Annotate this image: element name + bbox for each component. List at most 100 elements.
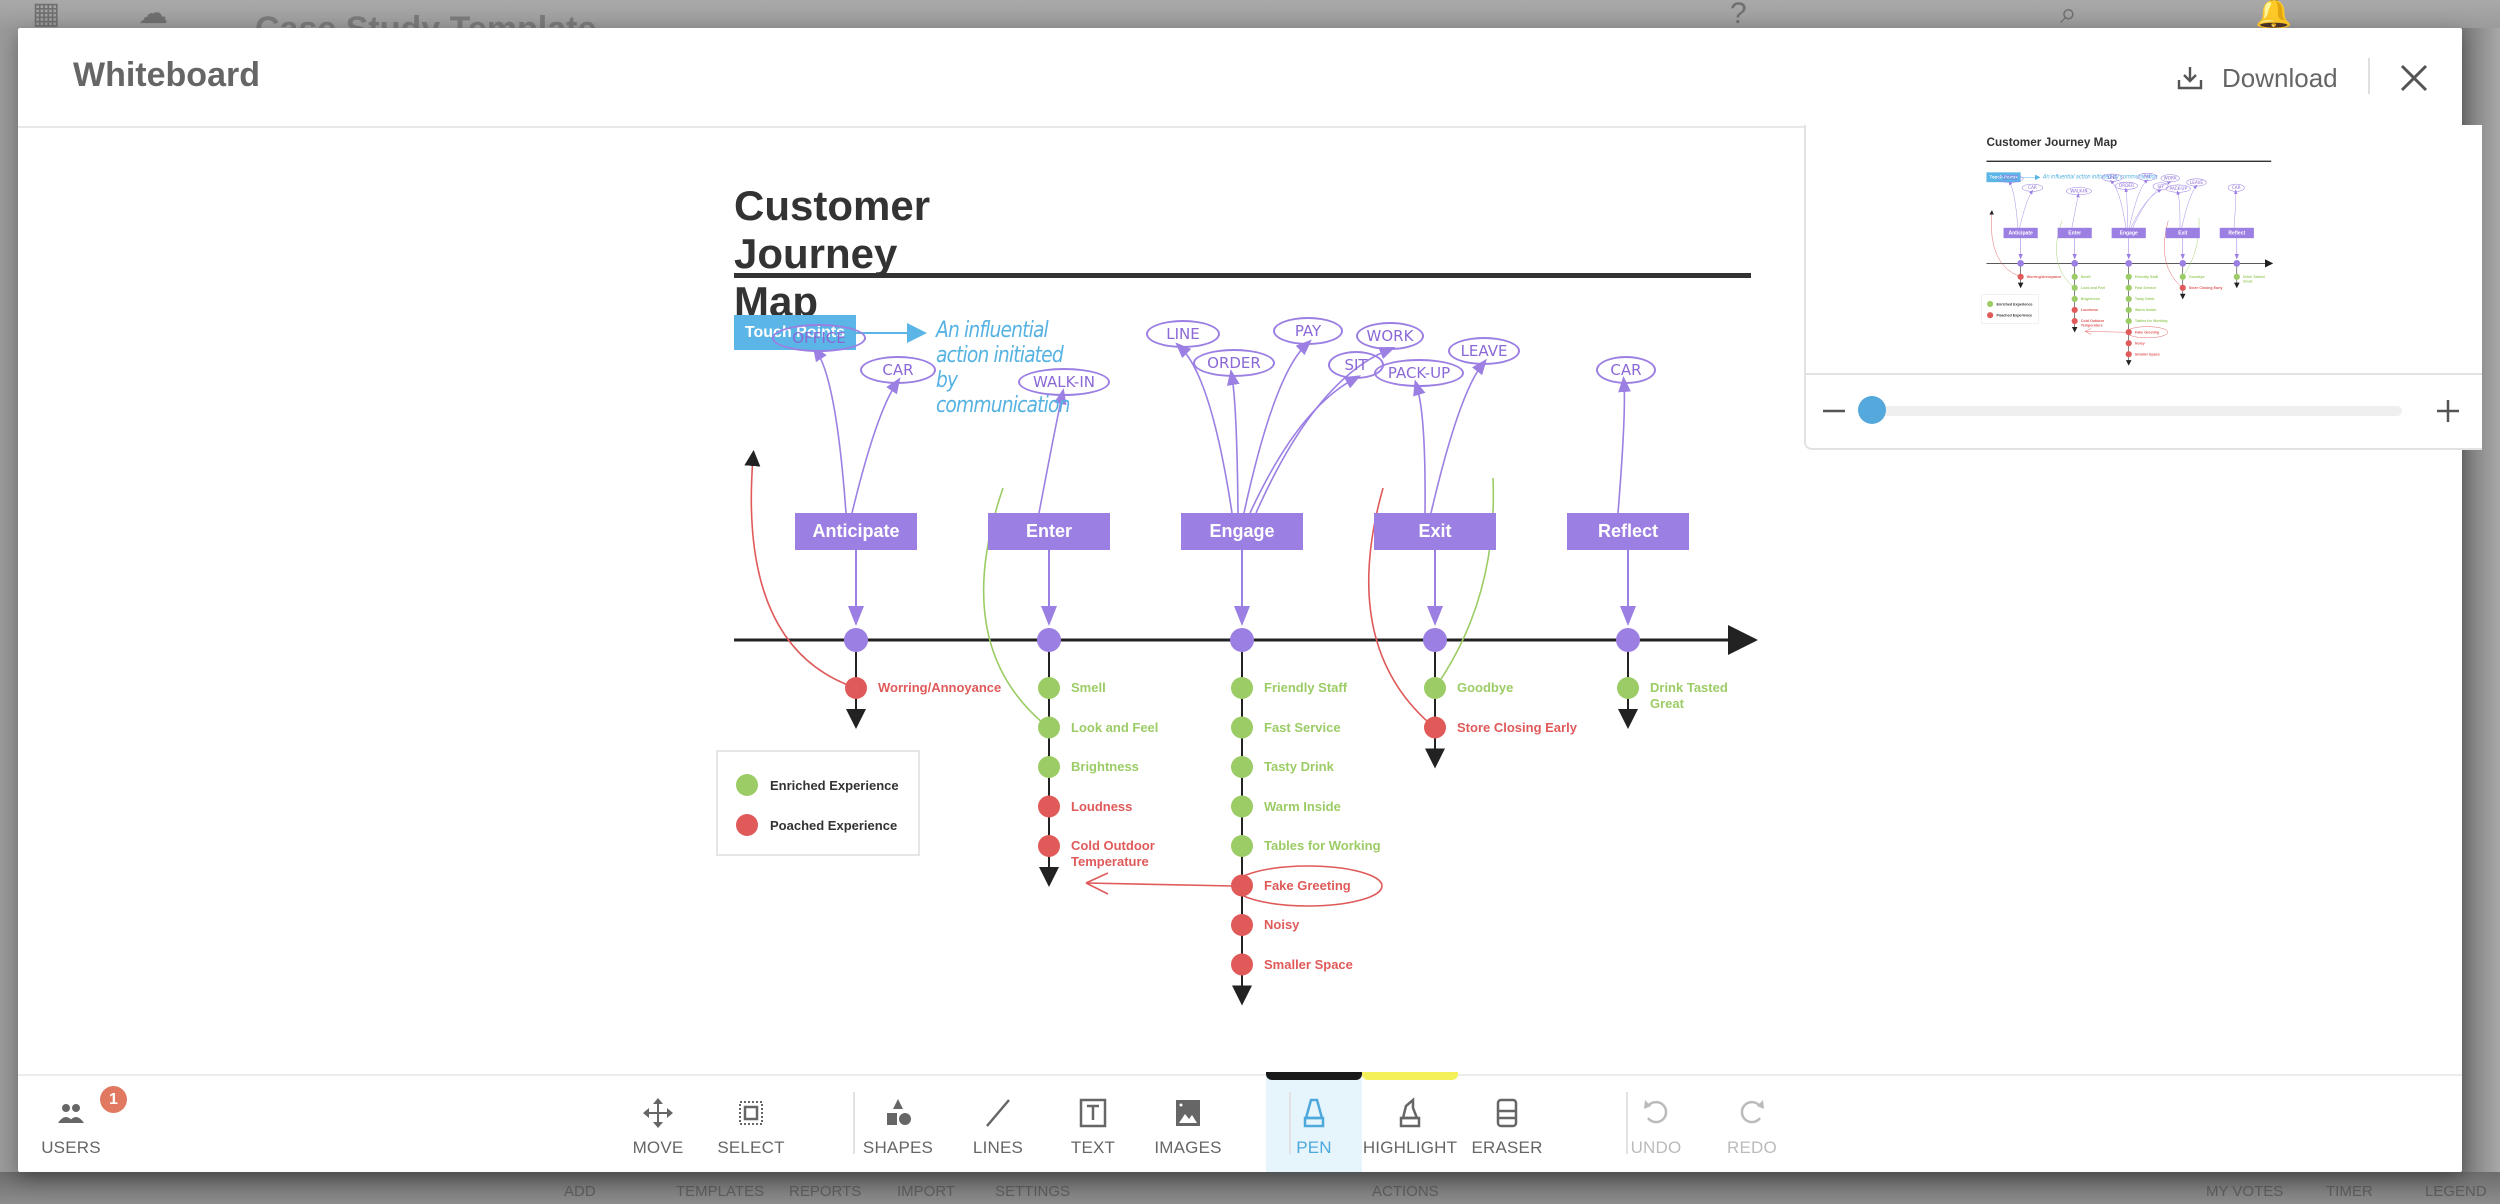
tool-redo-button[interactable]: REDO [1710, 1076, 1794, 1172]
tool-pen-button[interactable]: PEN [1266, 1072, 1362, 1172]
tool-select-label: SELECT [717, 1138, 785, 1157]
highlight-color-swatch[interactable] [1362, 1072, 1458, 1080]
text-icon [1079, 1098, 1107, 1128]
header-divider [2368, 58, 2370, 94]
legend-dot [736, 774, 758, 796]
minimap-experience-dot [2071, 295, 2078, 302]
stage-anticipate: Anticipate [795, 513, 917, 550]
minimap-journey-diagram [1986, 160, 2274, 366]
touchpoint-bubble: PACK-UP [1374, 359, 1464, 387]
minimap-experience-label: Loudness [2080, 307, 2099, 312]
tool-highlight-button[interactable]: HIGHLIGHT [1362, 1072, 1458, 1172]
tool-undo-button[interactable]: UNDO [1614, 1076, 1698, 1172]
users-button[interactable]: USERS 1 [36, 1076, 127, 1172]
minimap-touchpoint-bubble: WALK-IN [2066, 187, 2092, 196]
annotation-curve-green-exit [1434, 477, 1495, 689]
download-button[interactable]: Download [2176, 58, 2338, 98]
zoom-control [1806, 375, 2482, 448]
experience-label: Friendly Staff [1264, 680, 1348, 695]
modal-header: Whiteboard Download [18, 28, 2462, 128]
tool-text-label: TEXT [1070, 1138, 1116, 1157]
tool-lines-button[interactable]: LINES [956, 1076, 1040, 1172]
pen-color-swatch[interactable] [1266, 1072, 1362, 1080]
minimap-stage-node [2017, 260, 2024, 267]
tool-images-button[interactable]: IMAGES [1140, 1076, 1236, 1172]
bubble-arrow [1413, 379, 1426, 514]
legend-dot [736, 814, 758, 836]
modal-title: Whiteboard [73, 56, 260, 94]
bubble-arrow [812, 345, 847, 514]
search-icon: ⌕ [2060, 0, 2077, 30]
stage-reflect: Reflect [1567, 513, 1689, 550]
bubble-arrow [1175, 342, 1233, 514]
stage-engage: Engage [1181, 513, 1303, 550]
minimap-experience-label: Cold Outdoor Temperature [2080, 318, 2105, 328]
minimap-stage-reflect: Reflect [2219, 227, 2254, 239]
zoom-in-button[interactable] [2434, 397, 2462, 425]
legend-item-poached: Poached Experience [736, 814, 897, 836]
experience-label: Smell [1071, 680, 1106, 695]
zoom-slider-handle[interactable] [1858, 396, 1886, 424]
annotation-curve-red [744, 450, 857, 689]
minimap-experience-label: Fake Greeting [2134, 329, 2160, 335]
tool-shapes-button[interactable]: SHAPES [852, 1076, 944, 1172]
minimap-bubble-arrow [2008, 180, 2019, 228]
download-label: Download [2222, 62, 2338, 93]
journey-diagram [734, 273, 1758, 1006]
toolbar-divider [1289, 1092, 1291, 1154]
minimap-legend-dot [1987, 300, 1994, 308]
zoom-out-button[interactable] [1820, 397, 1848, 425]
minimap-touchpoint-bubble: LEAVE [2186, 178, 2207, 187]
minimap-bubble-arrow [2181, 184, 2198, 228]
legend-label: Enriched Experience [770, 777, 899, 793]
background-nav-import: IMPORT [897, 1183, 956, 1200]
close-button[interactable] [2396, 60, 2432, 96]
minimap-stage-enter: Enter [2057, 227, 2092, 239]
touchpoint-bubble: PAY [1273, 317, 1343, 345]
minimap-bubble-arrow [2130, 189, 2163, 228]
title-underline [734, 273, 1751, 278]
tool-eraser-label: ERASER [1471, 1138, 1543, 1157]
minimap-annotation-curve-red [1989, 210, 2021, 278]
touchpoint-bubble: OFFICE [772, 324, 866, 352]
touchpoint-bubble: CAR [1596, 356, 1656, 384]
minimap-legend-item-enriched: Enriched Experience [1987, 300, 2033, 308]
close-icon [2400, 64, 2428, 92]
minimap-touchpoint-bubble: CAR [2227, 183, 2245, 192]
touchpoint-bubble: ORDER [1193, 349, 1275, 377]
tool-pen-label: PEN [1296, 1138, 1332, 1157]
tool-select-button[interactable]: SELECT [709, 1076, 793, 1172]
bubble-arrow [1430, 358, 1487, 514]
background-nav-timer: TIMER [2326, 1183, 2373, 1200]
experience-dot [1231, 795, 1253, 818]
image-icon [1176, 1100, 1200, 1126]
tool-text-button[interactable]: TEXT [1051, 1076, 1135, 1172]
background-nav-add: ADD [564, 1183, 596, 1200]
stage-node [1230, 628, 1254, 652]
experience-label: Loudness [1071, 798, 1133, 814]
tool-move-button[interactable]: MOVE [616, 1076, 700, 1172]
experience-label: Cold Outdoor Temperature [1071, 838, 1155, 869]
background-nav-templates: TEMPLATES [676, 1183, 765, 1200]
stage-node [1037, 628, 1061, 652]
minimap-experience-dot [2017, 273, 2024, 280]
minimap-bubble-arrow [2019, 189, 2034, 228]
fake-greeting-arrow [1085, 872, 1235, 895]
bell-icon: 🔔 [2255, 0, 2293, 30]
tool-images-label: IMAGES [1154, 1138, 1222, 1157]
background-bottom-bar [0, 1172, 2500, 1204]
zoom-slider[interactable] [1858, 396, 2402, 424]
minimap-stage-node [2179, 260, 2187, 267]
minimap-touchpoint-bubble: PACK-UP [2165, 184, 2191, 193]
minimap-stage-exit: Exit [2165, 227, 2200, 239]
minimap-fake-greeting-arrow [2084, 328, 2127, 335]
minimap-experience-dot [2071, 273, 2078, 280]
experience-label: Warm Inside [1264, 798, 1341, 814]
minimap-touchpoint-bubble: CAR [2021, 183, 2044, 192]
minus-icon [1823, 409, 1845, 413]
tool-eraser-button[interactable]: ERASER [1465, 1076, 1549, 1172]
